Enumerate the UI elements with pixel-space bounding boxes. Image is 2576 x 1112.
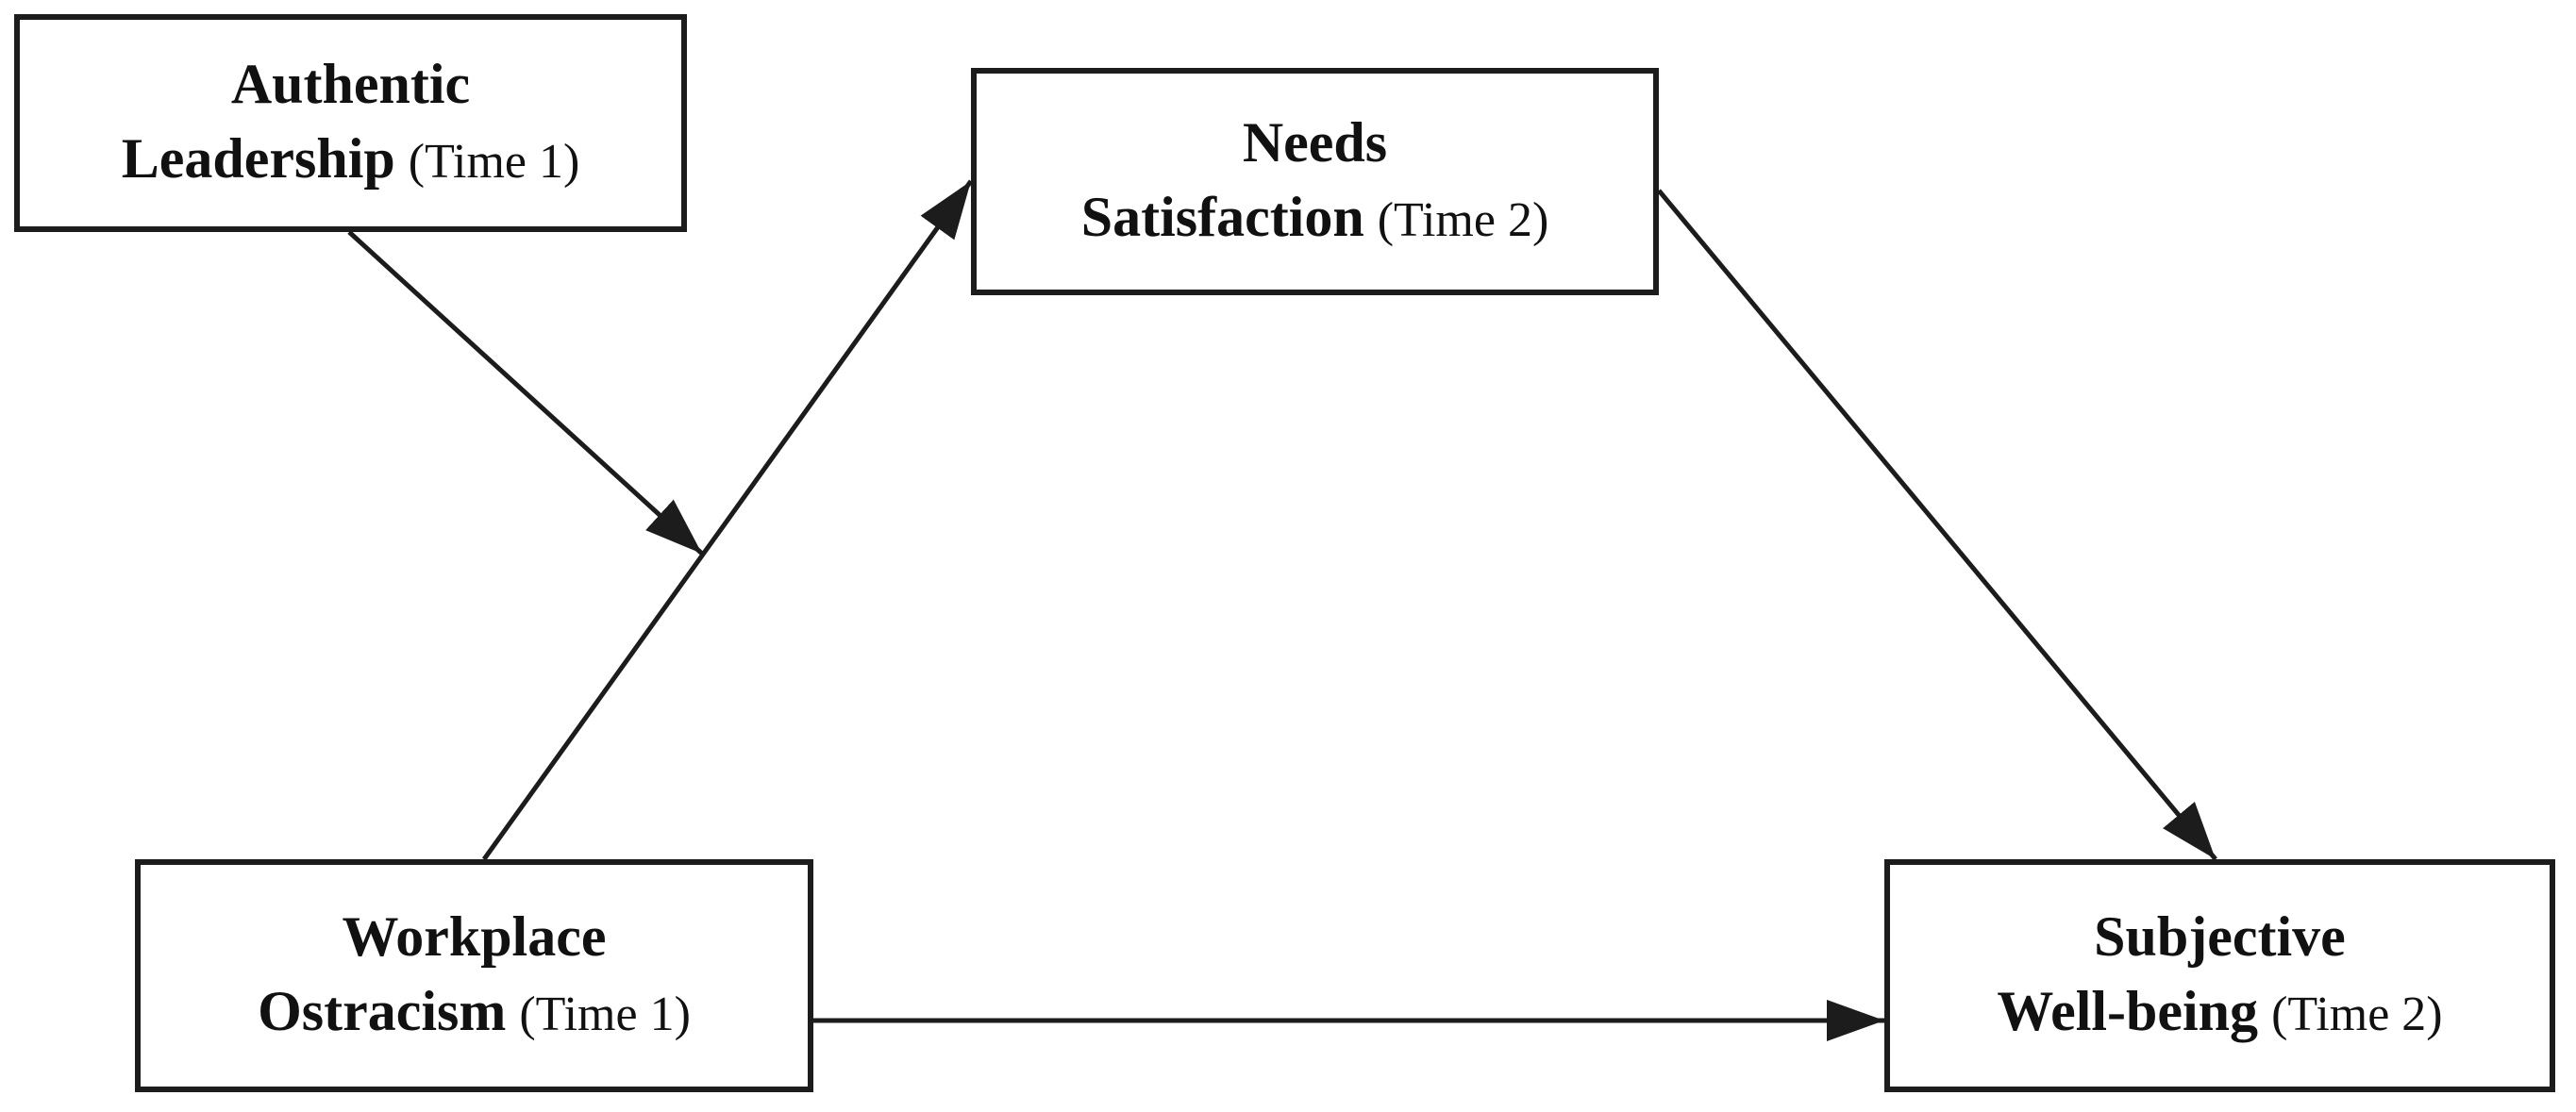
- node-time-label: (Time 1): [408, 135, 580, 189]
- node-subjective-wellbeing-line2: Well-being(Time 2): [1997, 974, 2442, 1052]
- node-time-label: (Time 1): [519, 988, 691, 1041]
- node-label-text: Subjective: [2094, 905, 2346, 968]
- node-needs-satisfaction-line1: Needs: [1243, 106, 1387, 180]
- node-needs-satisfaction: Needs Satisfaction(Time 2): [971, 68, 1659, 295]
- node-workplace-ostracism-line1: Workplace: [343, 900, 607, 974]
- node-label-text: Authentic: [230, 53, 471, 115]
- arrow-authentic-leadership-moderation: [347, 230, 704, 556]
- node-time-label: (Time 2): [2271, 988, 2443, 1041]
- node-label-text: Ostracism: [258, 980, 507, 1042]
- node-workplace-ostracism: Workplace Ostracism(Time 1): [135, 859, 813, 1092]
- arrow-workplace-ostracism-to-needs-satisfaction: [481, 179, 974, 861]
- node-label-text: Leadership: [121, 127, 395, 190]
- node-label-text: Workplace: [342, 905, 607, 968]
- node-needs-satisfaction-line2: Satisfaction(Time 2): [1081, 180, 1549, 257]
- node-time-label: (Time 2): [1377, 193, 1549, 247]
- node-authentic-leadership-line1: Authentic: [231, 47, 470, 122]
- node-authentic-leadership: Authentic Leadership(Time 1): [14, 14, 687, 232]
- node-label-text: Well-being: [1997, 980, 2259, 1042]
- node-label-text: Needs: [1242, 111, 1388, 174]
- node-authentic-leadership-line2: Leadership(Time 1): [122, 122, 580, 199]
- node-subjective-wellbeing-line1: Subjective: [2094, 900, 2346, 974]
- arrow-needs-satisfaction-to-subjective-wellbeing: [1657, 189, 2217, 861]
- node-subjective-wellbeing: Subjective Well-being(Time 2): [1884, 859, 2555, 1092]
- node-label-text: Satisfaction: [1080, 186, 1364, 248]
- node-workplace-ostracism-line2: Ostracism(Time 1): [258, 974, 691, 1052]
